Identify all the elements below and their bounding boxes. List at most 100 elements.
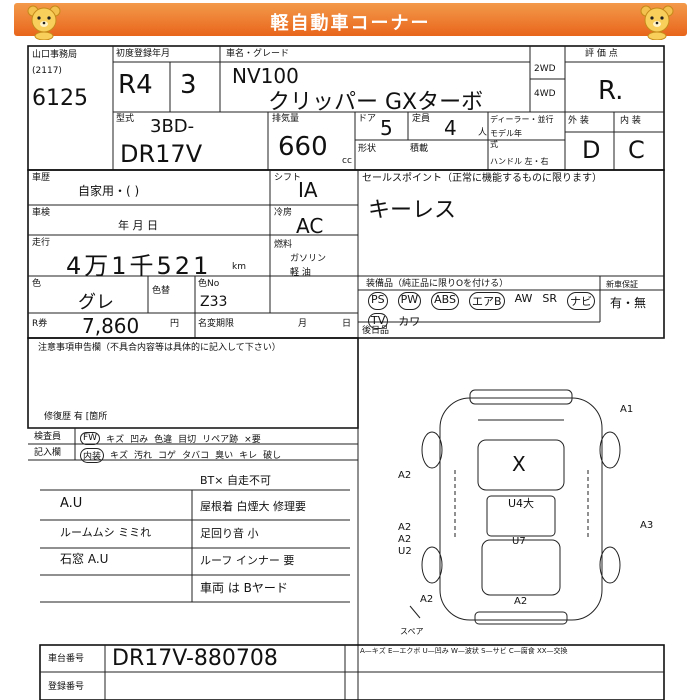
spare-label: スペア [400,627,424,636]
inspector-label: 検査員 [34,432,62,442]
displacement-label: 排気量 [272,114,300,124]
mark-u4: U4大 [508,497,535,510]
right-note-2: 屋根着 白煙大 修理要 [200,500,306,513]
warranty-value: 有・無 [610,296,647,310]
mark-a2-rear: A2 [420,594,434,605]
mark-u7: U7 [512,536,526,547]
equipment-item: PS [368,292,388,310]
shift-label: シフト [274,173,302,183]
color-no-label: 色No [198,279,220,289]
km-unit: km [232,262,246,272]
cc-unit: cc [342,156,352,166]
fuel-option-2: 軽 油 [290,268,311,278]
inspect-item: ×要 [244,435,261,445]
day-unit: 日 [342,319,352,329]
color-value: グレ [78,292,114,313]
reg-month: 3 [180,70,197,100]
name-grade-label: 車名・グレード [226,49,290,59]
aircon-value: AC [296,214,324,238]
chassis-label: 車台番号 [48,654,85,664]
notes-label: 注意事項申告欄（不具合内容等は具体的に記入して下さい） [38,343,281,353]
corner-banner: 軽自動車コーナー [14,3,687,40]
record-item: キズ [110,451,129,461]
right-note-4: ルーフ インナー 要 [200,554,295,567]
model-value: DR17V [120,140,203,168]
mark-u2: U2 [398,546,412,557]
score-value: R. [598,76,624,106]
inspect-item: 色違 [154,435,173,445]
4wd-label: 4WD [534,89,556,99]
right-note-5: 車両 は Bヤード [200,581,288,595]
dealer-label: ディーラー・並行 [490,115,554,124]
capacity-unit: 人 [478,128,488,138]
equipment-item: SR [542,292,558,305]
model-year-label: モデル年式 [490,129,522,149]
record-item: 汚れ [134,451,153,461]
record-item: 臭い [215,451,234,461]
equipment-item: エアB [469,292,505,310]
mark-a2-door-2: A2 [398,534,412,545]
aircon-label: 冷房 [274,208,293,218]
warranty-label: 新車保証 [606,280,638,289]
mark-a2-back: A2 [514,596,528,607]
site-label: 山口事務局 [32,50,78,60]
equipment-label: 装備品（純正品に限りOを付ける） [366,279,509,289]
handle-label: ハンドル 左・右 [490,157,549,166]
chassis-value: DR17V-880708 [112,646,278,671]
car-diagram [409,389,621,625]
bear-mascot-icon [640,5,674,40]
corner-code: (2117) [32,66,62,76]
inspect-item: 凹み [130,435,149,445]
record-item: 破し [263,451,282,461]
note-1: A.U [60,496,83,511]
model-prefix: 3BD- [150,116,195,137]
capacity-value: 4 [444,116,457,140]
damage-legend: A—キズ E—エクボ U—凹み W—波状 S—サビ C—腐食 XX—交換 [360,647,568,655]
right-note-3: 足回り音 小 [200,527,259,540]
sales-point-value: キーレス [368,198,457,223]
history-label: 車歴 [32,173,51,183]
record-label: 記入欄 [34,448,62,458]
bear-mascot-icon [27,5,61,40]
banner-title: 軽自動車コーナー [270,13,431,34]
capacity-label: 定員 [412,114,431,124]
displacement-value: 660 [278,132,328,162]
note-3: 石窓 A.U [60,552,109,566]
model-label: 型式 [116,114,135,124]
car-grade: クリッパー GXターボ [268,90,484,115]
history-value: 自家用・( ) [78,184,140,198]
mark-x: X [512,452,526,476]
interior-label: 内 装 [620,116,641,126]
exterior-value: D [582,136,601,164]
exterior-label: 外 装 [568,116,589,126]
score-label: 評 価 点 [585,49,618,59]
fuel-option: ガソリン [290,254,327,264]
color-label: 色 [32,279,42,289]
color-change-label: 色替 [152,286,171,296]
reg-year: R4 [118,70,153,100]
shift-value: IA [298,178,318,202]
mark-a2-left: A2 [398,470,412,481]
mark-a2-door: A2 [398,522,412,533]
mileage-label: 走行 [32,238,51,248]
equipment-item: ABS [431,292,460,310]
equipment-item: カワ [398,315,421,328]
note-2: ルームムシ ミミれ [60,526,152,539]
recycle-value: 7,860 [82,314,140,338]
reg-no-label: 登録番号 [48,682,85,692]
load-label: 積載 [410,144,429,154]
mileage-value: 4万1千521 [66,252,212,280]
back-seat-label: 後日品 [362,326,390,336]
equipment-item: AW [514,292,533,305]
color-no-value: Z33 [200,294,228,310]
inspect-item: リペア跡 [202,435,239,445]
record-items: 内装キズ汚れコゲタバコ臭いキレ破し [80,448,281,463]
first-reg-label: 初度登録年月 [116,49,171,59]
record-item: キレ [239,451,258,461]
inspect-item: キズ [106,435,125,445]
month-unit: 月 [298,319,308,329]
record-item: 内装 [80,448,105,463]
